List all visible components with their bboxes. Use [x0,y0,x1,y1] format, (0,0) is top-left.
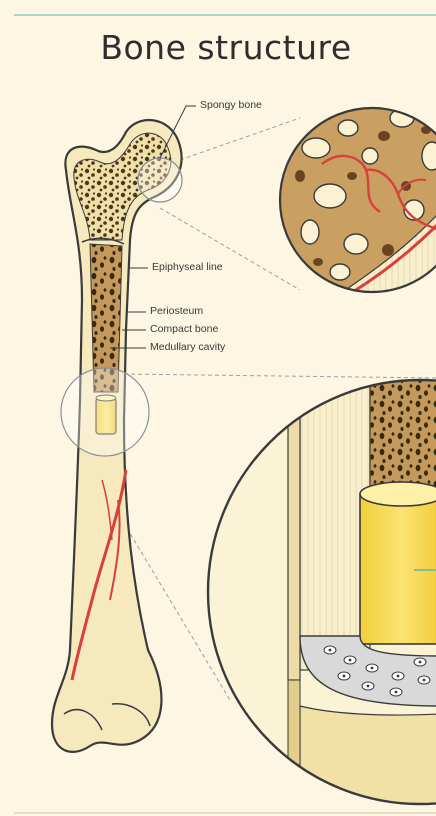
label-periosteum: Periosteum [150,305,203,317]
zoom-spongy-bone [280,108,436,300]
label-medullary-cavity: Medullary cavity [150,341,225,353]
label-spongy-bone: Spongy bone [200,99,262,111]
focus-circle-top [138,158,182,202]
zoom-cross-section [208,380,436,804]
label-epiphyseal-line: Epiphyseal line [152,261,223,273]
focus-circle-mid [61,368,149,456]
label-compact-bone: Compact bone [150,323,218,335]
